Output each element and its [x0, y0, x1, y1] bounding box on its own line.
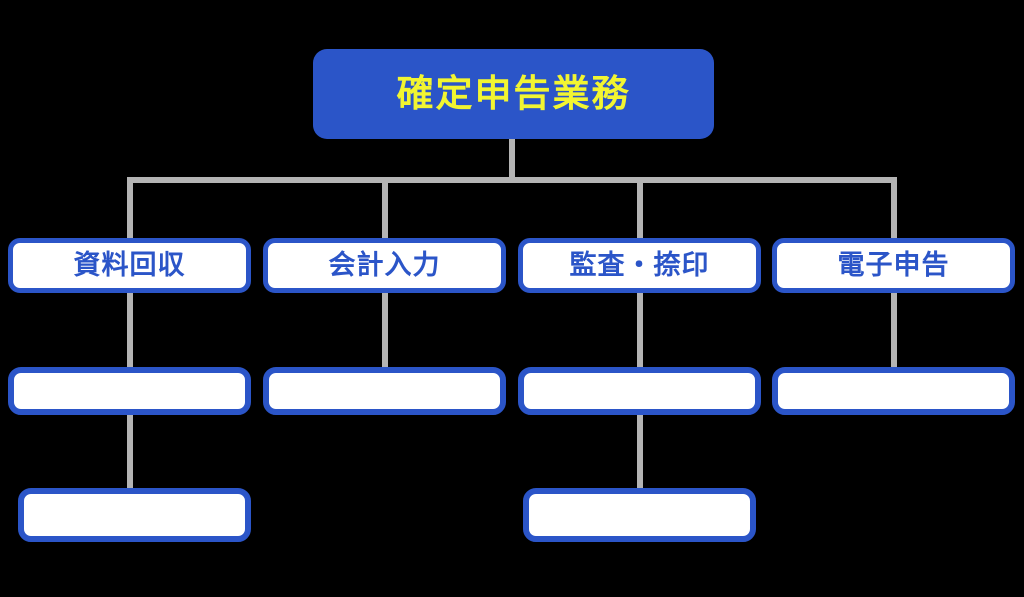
node-level3-col-1[interactable]	[8, 367, 251, 415]
connector-drop-col-2	[382, 177, 388, 238]
connector-col-1-row3-row4	[127, 414, 133, 489]
node-level3-col-4[interactable]	[772, 367, 1015, 415]
connector-root-stem	[509, 138, 515, 180]
node-level4-col-1[interactable]	[18, 488, 251, 542]
connector-col-2-row2-row3	[382, 292, 388, 368]
connector-col-4-row2-row3	[891, 292, 897, 368]
node-root[interactable]: 確定申告業務	[313, 49, 714, 139]
node-level2-col-3[interactable]: 監査・捺印	[518, 238, 761, 293]
connector-col-1-row2-row3	[127, 292, 133, 368]
node-level2-col-4[interactable]: 電子申告	[772, 238, 1015, 293]
connector-drop-col-4	[891, 177, 897, 238]
node-level2-col-1[interactable]: 資料回収	[8, 238, 251, 293]
node-level3-col-2[interactable]	[263, 367, 506, 415]
node-level2-col-2[interactable]: 会計入力	[263, 238, 506, 293]
connector-drop-col-3	[637, 177, 643, 238]
connector-horizontal-bus	[127, 177, 897, 183]
node-level4-col-3[interactable]	[523, 488, 756, 542]
connector-drop-col-1	[127, 177, 133, 238]
connector-col-3-row2-row3	[637, 292, 643, 368]
node-level3-col-3[interactable]	[518, 367, 761, 415]
connector-col-3-row3-row4	[637, 414, 643, 489]
